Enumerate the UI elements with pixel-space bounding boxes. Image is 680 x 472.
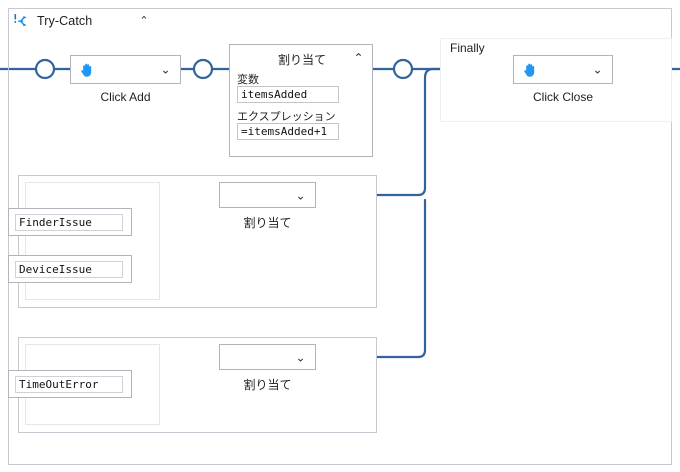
finally-label: Finally — [450, 41, 485, 55]
chevron-down-icon[interactable]: ⌄ — [295, 350, 306, 364]
exception-name-field[interactable]: TimeOutError — [15, 376, 123, 393]
assign-node-title: 割り当て — [277, 53, 326, 67]
chevron-down-icon[interactable]: ⌄ — [160, 62, 171, 77]
exception-name-field[interactable]: FinderIssue — [15, 214, 123, 231]
expression-label: エクスプレッション — [237, 111, 336, 123]
exception-name-field[interactable]: DeviceIssue — [15, 261, 123, 278]
assign-collapse-icon[interactable]: ⌃ — [353, 50, 364, 65]
chevron-down-icon[interactable]: ⌄ — [295, 188, 306, 202]
try-catch-header[interactable]: Try-Catch — [14, 12, 92, 30]
assign-node-catch[interactable]: ⌄ — [219, 344, 316, 370]
exception-row[interactable]: TimeOutError — [8, 370, 132, 398]
try-catch-panel — [8, 8, 672, 465]
try-catch-title: Try-Catch — [37, 14, 93, 28]
try-catch-icon — [14, 14, 30, 28]
assign-node-catch[interactable]: ⌄ — [219, 182, 316, 208]
assign-node-try[interactable]: 割り当て ⌃ 変数 itemsAdded エクスプレッション =itemsAdd… — [229, 44, 373, 157]
activity-click-close[interactable]: ⌄ — [513, 55, 613, 84]
try-catch-collapse-icon[interactable]: ⌃ — [139, 14, 149, 27]
exception-row[interactable]: DeviceIssue — [8, 255, 132, 283]
variable-field[interactable]: itemsAdded — [237, 86, 339, 103]
activity-click-add-caption: Click Add — [100, 90, 151, 104]
hand-click-icon — [79, 62, 95, 78]
activity-click-add[interactable]: ⌄ — [70, 55, 181, 84]
chevron-down-icon[interactable]: ⌄ — [592, 62, 603, 77]
expression-field[interactable]: =itemsAdded+1 — [237, 123, 339, 140]
hand-click-icon — [522, 62, 538, 78]
activity-click-close-caption: Click Close — [532, 90, 593, 104]
assign-node-catch-caption: 割り当て — [243, 378, 292, 392]
variable-label: 変数 — [237, 74, 259, 86]
exception-row[interactable]: FinderIssue — [8, 208, 132, 236]
assign-node-catch-caption: 割り当て — [243, 216, 292, 230]
